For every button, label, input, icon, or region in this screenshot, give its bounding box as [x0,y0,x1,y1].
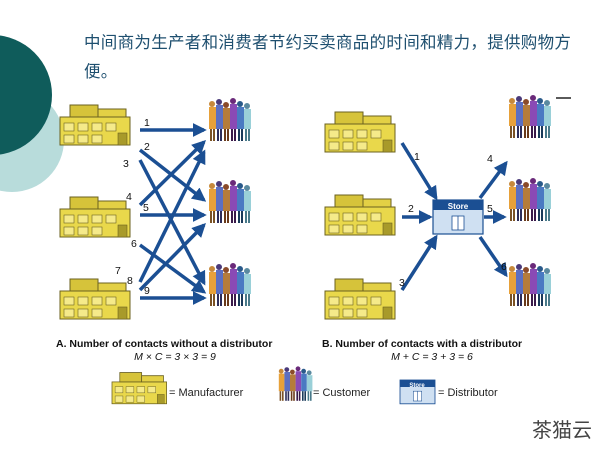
legend-distributor: = Distributor [438,387,498,399]
contact-number: 2 [408,203,414,215]
manufacturer-icon [324,278,396,320]
watermark: 茶猫云 [532,418,592,442]
manufacturer-icon [59,196,131,238]
contact-number: 3 [399,277,405,289]
contact-number: 6 [501,261,507,273]
legend-manufacturer-icon [111,372,167,405]
manufacturer-icon [59,278,131,320]
customer-icon [209,263,251,306]
panel-b-caption: B. Number of contacts with a distributor [322,338,523,350]
panel-a-formula: M × C = 3 × 3 = 9 [134,351,216,363]
contact-number: 9 [144,285,150,297]
legend-customer: = Customer [313,387,371,399]
contact-number: 7 [115,265,121,277]
customer-icon [509,178,551,221]
contact-number: 4 [487,153,493,165]
panel-a-caption: A. Number of contacts without a distribu… [56,338,273,350]
contact-number: 6 [131,238,137,250]
contact-arrows-b [400,142,508,291]
legend-store-label: Store [409,383,425,389]
contact-number: 5 [143,202,149,214]
legend-customer-icon [278,366,313,401]
contact-number: 1 [414,151,420,163]
customer-icon [509,263,551,306]
customer-icon [209,98,251,141]
contact-arrows-a [138,123,207,305]
store-label: Store [448,202,469,211]
contact-number: 4 [126,191,132,203]
contact-number: 1 [144,117,150,129]
customer-icon [209,180,251,223]
legend-manufacturer: = Manufacturer [169,387,244,399]
contact-number: 5 [487,203,493,215]
customer-icon [509,95,551,138]
manufacturer-icon [59,104,131,146]
contact-number: 8 [127,275,133,287]
slide-title: 中间商为生产者和消费者节约买卖商品的时间和精力，提供购物方便。 [84,33,572,81]
contact-number: 2 [144,141,150,153]
manufacturer-icon [324,111,396,153]
panel-b-formula: M + C = 3 + 3 = 6 [391,351,473,363]
contact-number: 3 [123,158,129,170]
manufacturer-icon [324,194,396,236]
